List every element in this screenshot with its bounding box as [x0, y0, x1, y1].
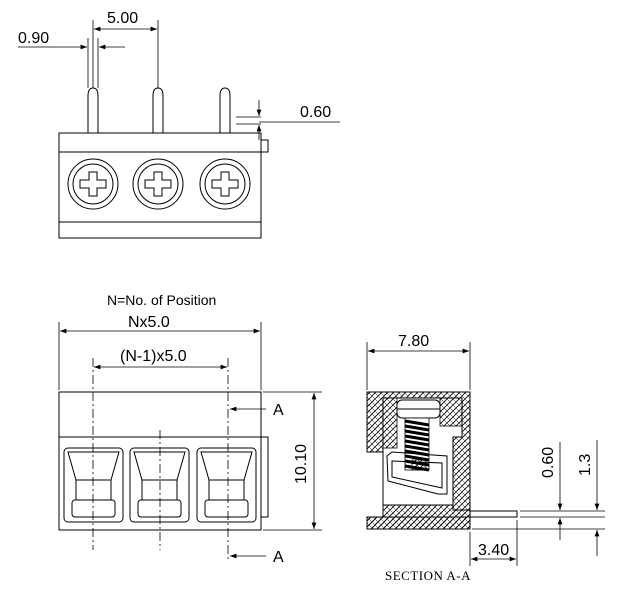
section-caption: SECTION A-A — [385, 568, 471, 583]
pin-2 — [152, 87, 164, 133]
front-note: N=No. of Position — [107, 292, 216, 308]
top-view: 5.00 0.90 0.60 — [18, 10, 340, 239]
dim-pin-h-label: 1.3 — [577, 454, 594, 476]
section-base — [366, 516, 471, 530]
dim-inner: (N-1)x5.0 — [94, 348, 227, 370]
screw-3 — [199, 158, 251, 210]
dim-pitch: 5.00 — [92, 10, 159, 88]
top-body-side-lip — [261, 139, 269, 153]
dim-total: Nx5.0 — [58, 314, 262, 390]
section-marker-bottom: A — [230, 549, 284, 566]
front-view: N=No. of Position — [58, 292, 322, 566]
dim-depth: 7.80 — [366, 333, 471, 390]
section-marker-top: A — [230, 402, 284, 419]
section-marker-top-label: A — [273, 402, 284, 419]
top-body-outline — [58, 132, 262, 239]
dim-pin-thickness: 0.60 — [236, 100, 340, 140]
dim-pin-offset: 3.40 — [469, 520, 518, 566]
dim-pin-offset-label: 3.40 — [478, 542, 509, 559]
dim-inner-label: (N-1)x5.0 — [120, 348, 187, 365]
screw-1 — [67, 158, 119, 210]
wire-entry-2 — [129, 447, 190, 523]
front-body-outline — [58, 391, 262, 531]
wire-entry-1 — [63, 447, 124, 523]
front-body-side-lip — [261, 436, 269, 518]
dim-pin-thickness-label: 0.60 — [300, 104, 331, 121]
section-clamp — [386, 451, 448, 495]
section-pin — [452, 505, 518, 518]
top-screws — [67, 158, 251, 210]
dim-pin-width: 0.90 — [18, 30, 125, 88]
section-view: 7.80 0.60 1.3 3.40 SECTION A-A — [366, 333, 605, 583]
wire-entry-3 — [196, 447, 257, 523]
dim-height: 10.10 — [263, 391, 322, 531]
dim-height-label: 10.10 — [293, 444, 310, 484]
section-inner-wall-left — [382, 397, 398, 449]
screw-2 — [132, 158, 184, 210]
section-inner-wall-right — [439, 397, 463, 427]
dim-pitch-label: 5.00 — [107, 10, 138, 27]
dim-pin-t-label: 0.60 — [540, 447, 557, 478]
front-wire-entries — [63, 447, 257, 523]
dim-total-label: Nx5.0 — [128, 314, 170, 331]
dim-pin-width-label: 0.90 — [18, 30, 49, 47]
dim-pin-vertical: 0.60 1.3 — [472, 440, 605, 556]
dim-depth-label: 7.80 — [398, 333, 429, 350]
pin-3 — [219, 87, 231, 133]
top-pins — [87, 87, 231, 133]
pin-1 — [87, 87, 99, 133]
section-marker-bottom-label: A — [273, 549, 284, 566]
